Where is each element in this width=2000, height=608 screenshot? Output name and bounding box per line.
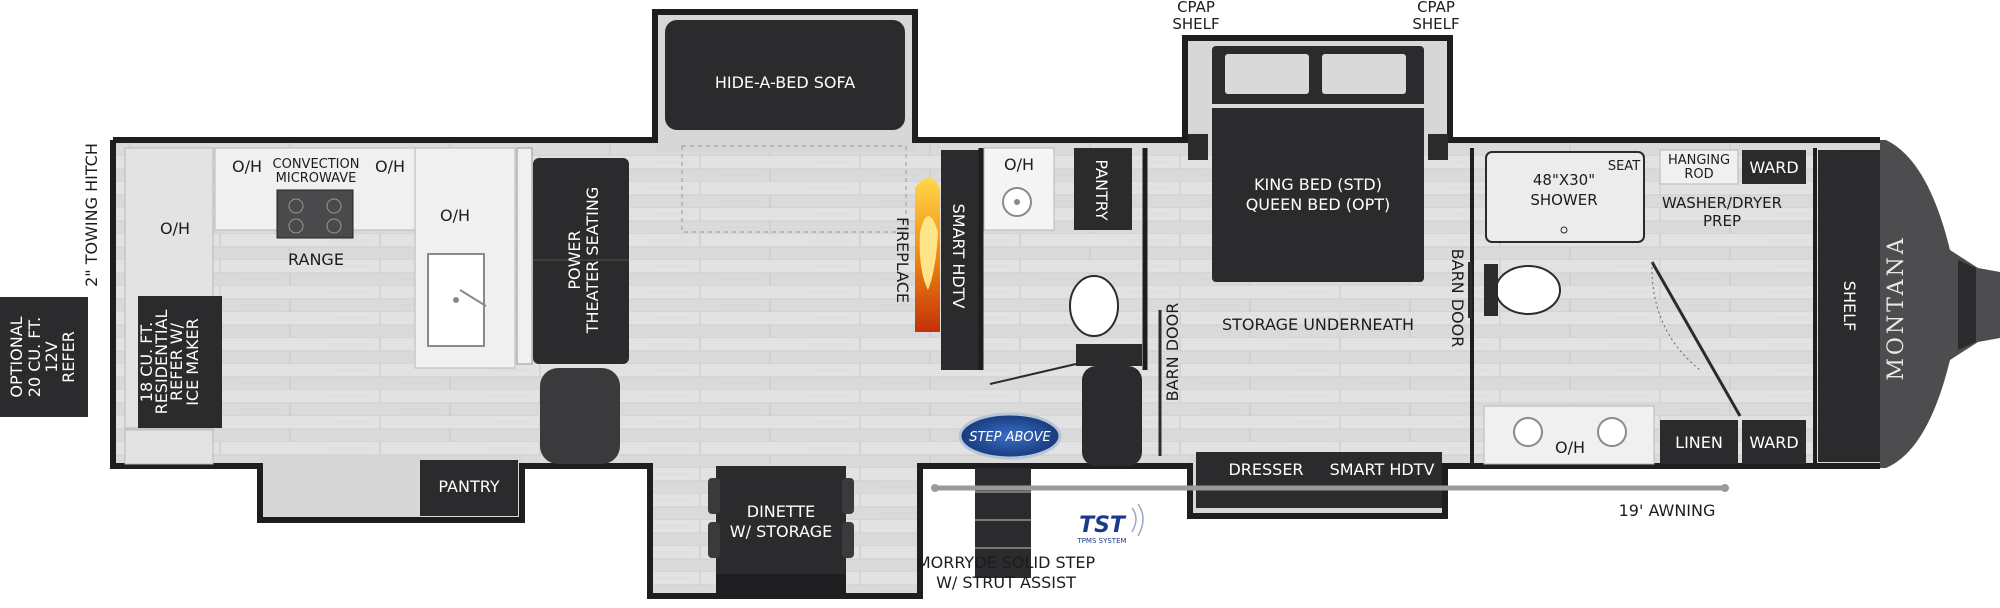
svg-text:TPMS SYSTEM: TPMS SYSTEM (1076, 537, 1126, 545)
svg-text:O/H: O/H (232, 157, 262, 176)
svg-text:O/H: O/H (375, 157, 405, 176)
towing-hitch-label: 2" TOWING HITCH (82, 143, 101, 287)
svg-text:WARD: WARD (1749, 158, 1798, 177)
hide-a-bed-sofa: HIDE-A-BED SOFA (665, 20, 907, 233)
nightstand-left (1188, 134, 1208, 160)
washer-dryer-prep-line2: PREP (1703, 212, 1741, 230)
barn-door-right: BARN DOOR (1448, 249, 1472, 348)
front-cap: MONTANA (1880, 140, 2000, 468)
svg-text:MORRYDE SOLID STEP: MORRYDE SOLID STEP (917, 553, 1096, 572)
svg-text:48"X30": 48"X30" (1533, 171, 1595, 189)
svg-text:SMART HDTV: SMART HDTV (949, 204, 968, 309)
svg-text:DINETTE: DINETTE (747, 502, 816, 521)
svg-text:POWER: POWER (565, 230, 584, 289)
svg-text:HANGING: HANGING (1668, 153, 1730, 168)
svg-text:HIDE-A-BED SOFA: HIDE-A-BED SOFA (715, 73, 855, 92)
cpap-shelf-left: CPAP (1177, 0, 1215, 16)
svg-text:SEAT: SEAT (1608, 159, 1640, 174)
vanity: O/H (1483, 405, 1655, 465)
svg-text:ICE MAKER: ICE MAKER (183, 318, 202, 406)
step-above-logo: STEP ABOVE (958, 412, 1062, 460)
svg-text:MONTANA: MONTANA (1884, 235, 1909, 380)
svg-text:THEATER SEATING: THEATER SEATING (583, 187, 602, 335)
dresser: DRESSER SMART HDTV (1196, 452, 1442, 508)
kitchen-counter: O/H CONVECTION MICROWAVE O/H RANGE O/H (214, 147, 516, 369)
svg-text:19' AWNING: 19' AWNING (1619, 501, 1716, 520)
theater-seating: POWER THEATER SEATING (516, 147, 629, 464)
hall-pantry: PANTRY (1074, 148, 1132, 230)
svg-text:SMART HDTV: SMART HDTV (1330, 460, 1435, 479)
linen: LINEN (1660, 420, 1738, 464)
svg-text:SHELF: SHELF (1840, 281, 1859, 331)
svg-text:PANTRY: PANTRY (1092, 159, 1111, 220)
ward-bottom: WARD (1742, 420, 1806, 464)
svg-text:W/ STORAGE: W/ STORAGE (730, 522, 832, 541)
toilet (1484, 264, 1561, 316)
fireplace: FIREPLACE (893, 178, 940, 332)
svg-text:O/H: O/H (440, 206, 470, 225)
svg-text:FIREPLACE: FIREPLACE (893, 217, 912, 303)
svg-text:LINEN: LINEN (1675, 433, 1723, 452)
svg-text:TST: TST (1079, 513, 1127, 538)
barn-door-left: BARN DOOR (1158, 303, 1182, 456)
king-bed: KING BED (STD) QUEEN BED (OPT) (1212, 46, 1424, 282)
svg-text:REFER W/: REFER W/ (167, 322, 186, 401)
kitchen-sink (427, 253, 487, 347)
svg-text:RESIDENTIAL: RESIDENTIAL (152, 309, 171, 414)
storage-underneath: STORAGE UNDERNEATH (1222, 315, 1414, 334)
residential-refer: 18 CU. FT. RESIDENTIAL REFER W/ ICE MAKE… (137, 296, 222, 428)
svg-text:OPTIONAL: OPTIONAL (7, 316, 26, 397)
nightstand-right (1428, 134, 1448, 160)
svg-text:ROD: ROD (1684, 167, 1713, 182)
svg-text:STEP ABOVE: STEP ABOVE (969, 430, 1051, 445)
ward-top: WARD (1742, 150, 1806, 184)
kitchen-pantry: PANTRY (420, 460, 518, 516)
svg-text:CONVECTION: CONVECTION (273, 157, 360, 172)
svg-text:SHOWER: SHOWER (1530, 191, 1597, 209)
awning: 19' AWNING (931, 484, 1729, 520)
svg-text:12V: 12V (42, 341, 61, 372)
svg-text:BARN DOOR: BARN DOOR (1448, 249, 1467, 348)
optional-refer: OPTIONAL 20 CU. FT. 12V REFER (0, 297, 88, 417)
svg-text:KING BED (STD): KING BED (STD) (1254, 175, 1382, 194)
svg-text:WARD: WARD (1749, 433, 1798, 452)
svg-text:RANGE: RANGE (288, 250, 344, 269)
svg-text:QUEEN BED (OPT): QUEEN BED (OPT) (1246, 195, 1391, 214)
svg-text:PANTRY: PANTRY (438, 477, 499, 496)
washer-dryer-prep: WASHER/DRYER (1662, 194, 1782, 212)
svg-text:W/ STRUT ASSIST: W/ STRUT ASSIST (936, 573, 1076, 592)
bath-angle-wall (1650, 261, 1742, 417)
range-cooktop (276, 189, 354, 239)
hanging-rod: HANGING ROD (1659, 149, 1739, 185)
svg-text:BARN DOOR: BARN DOOR (1163, 303, 1182, 402)
svg-text:O/H: O/H (160, 219, 190, 238)
cpap-shelf-right-line2: SHELF (1412, 15, 1459, 33)
svg-text:MICROWAVE: MICROWAVE (276, 171, 357, 186)
svg-text:18 CU. FT.: 18 CU. FT. (137, 322, 156, 402)
svg-text:DRESSER: DRESSER (1228, 460, 1303, 479)
shower: 48"X30" SHOWER SEAT (1485, 151, 1645, 243)
smart-hdtv-living: SMART HDTV (941, 150, 979, 370)
bath-recliner (1082, 366, 1142, 466)
svg-text:REFER: REFER (59, 331, 78, 383)
tst-logo: TST TPMS SYSTEM (1076, 503, 1144, 545)
half-bath: O/H (983, 147, 1142, 385)
cpap-shelf-left-line2: SHELF (1172, 15, 1219, 33)
svg-text:O/H: O/H (1004, 155, 1034, 174)
svg-text:20 CU. FT.: 20 CU. FT. (25, 317, 44, 397)
svg-text:O/H: O/H (1555, 438, 1585, 457)
cpap-shelf-right: CPAP (1417, 0, 1455, 16)
shelf: SHELF (1818, 150, 1880, 462)
dinette: DINETTE W/ STORAGE (708, 466, 854, 594)
